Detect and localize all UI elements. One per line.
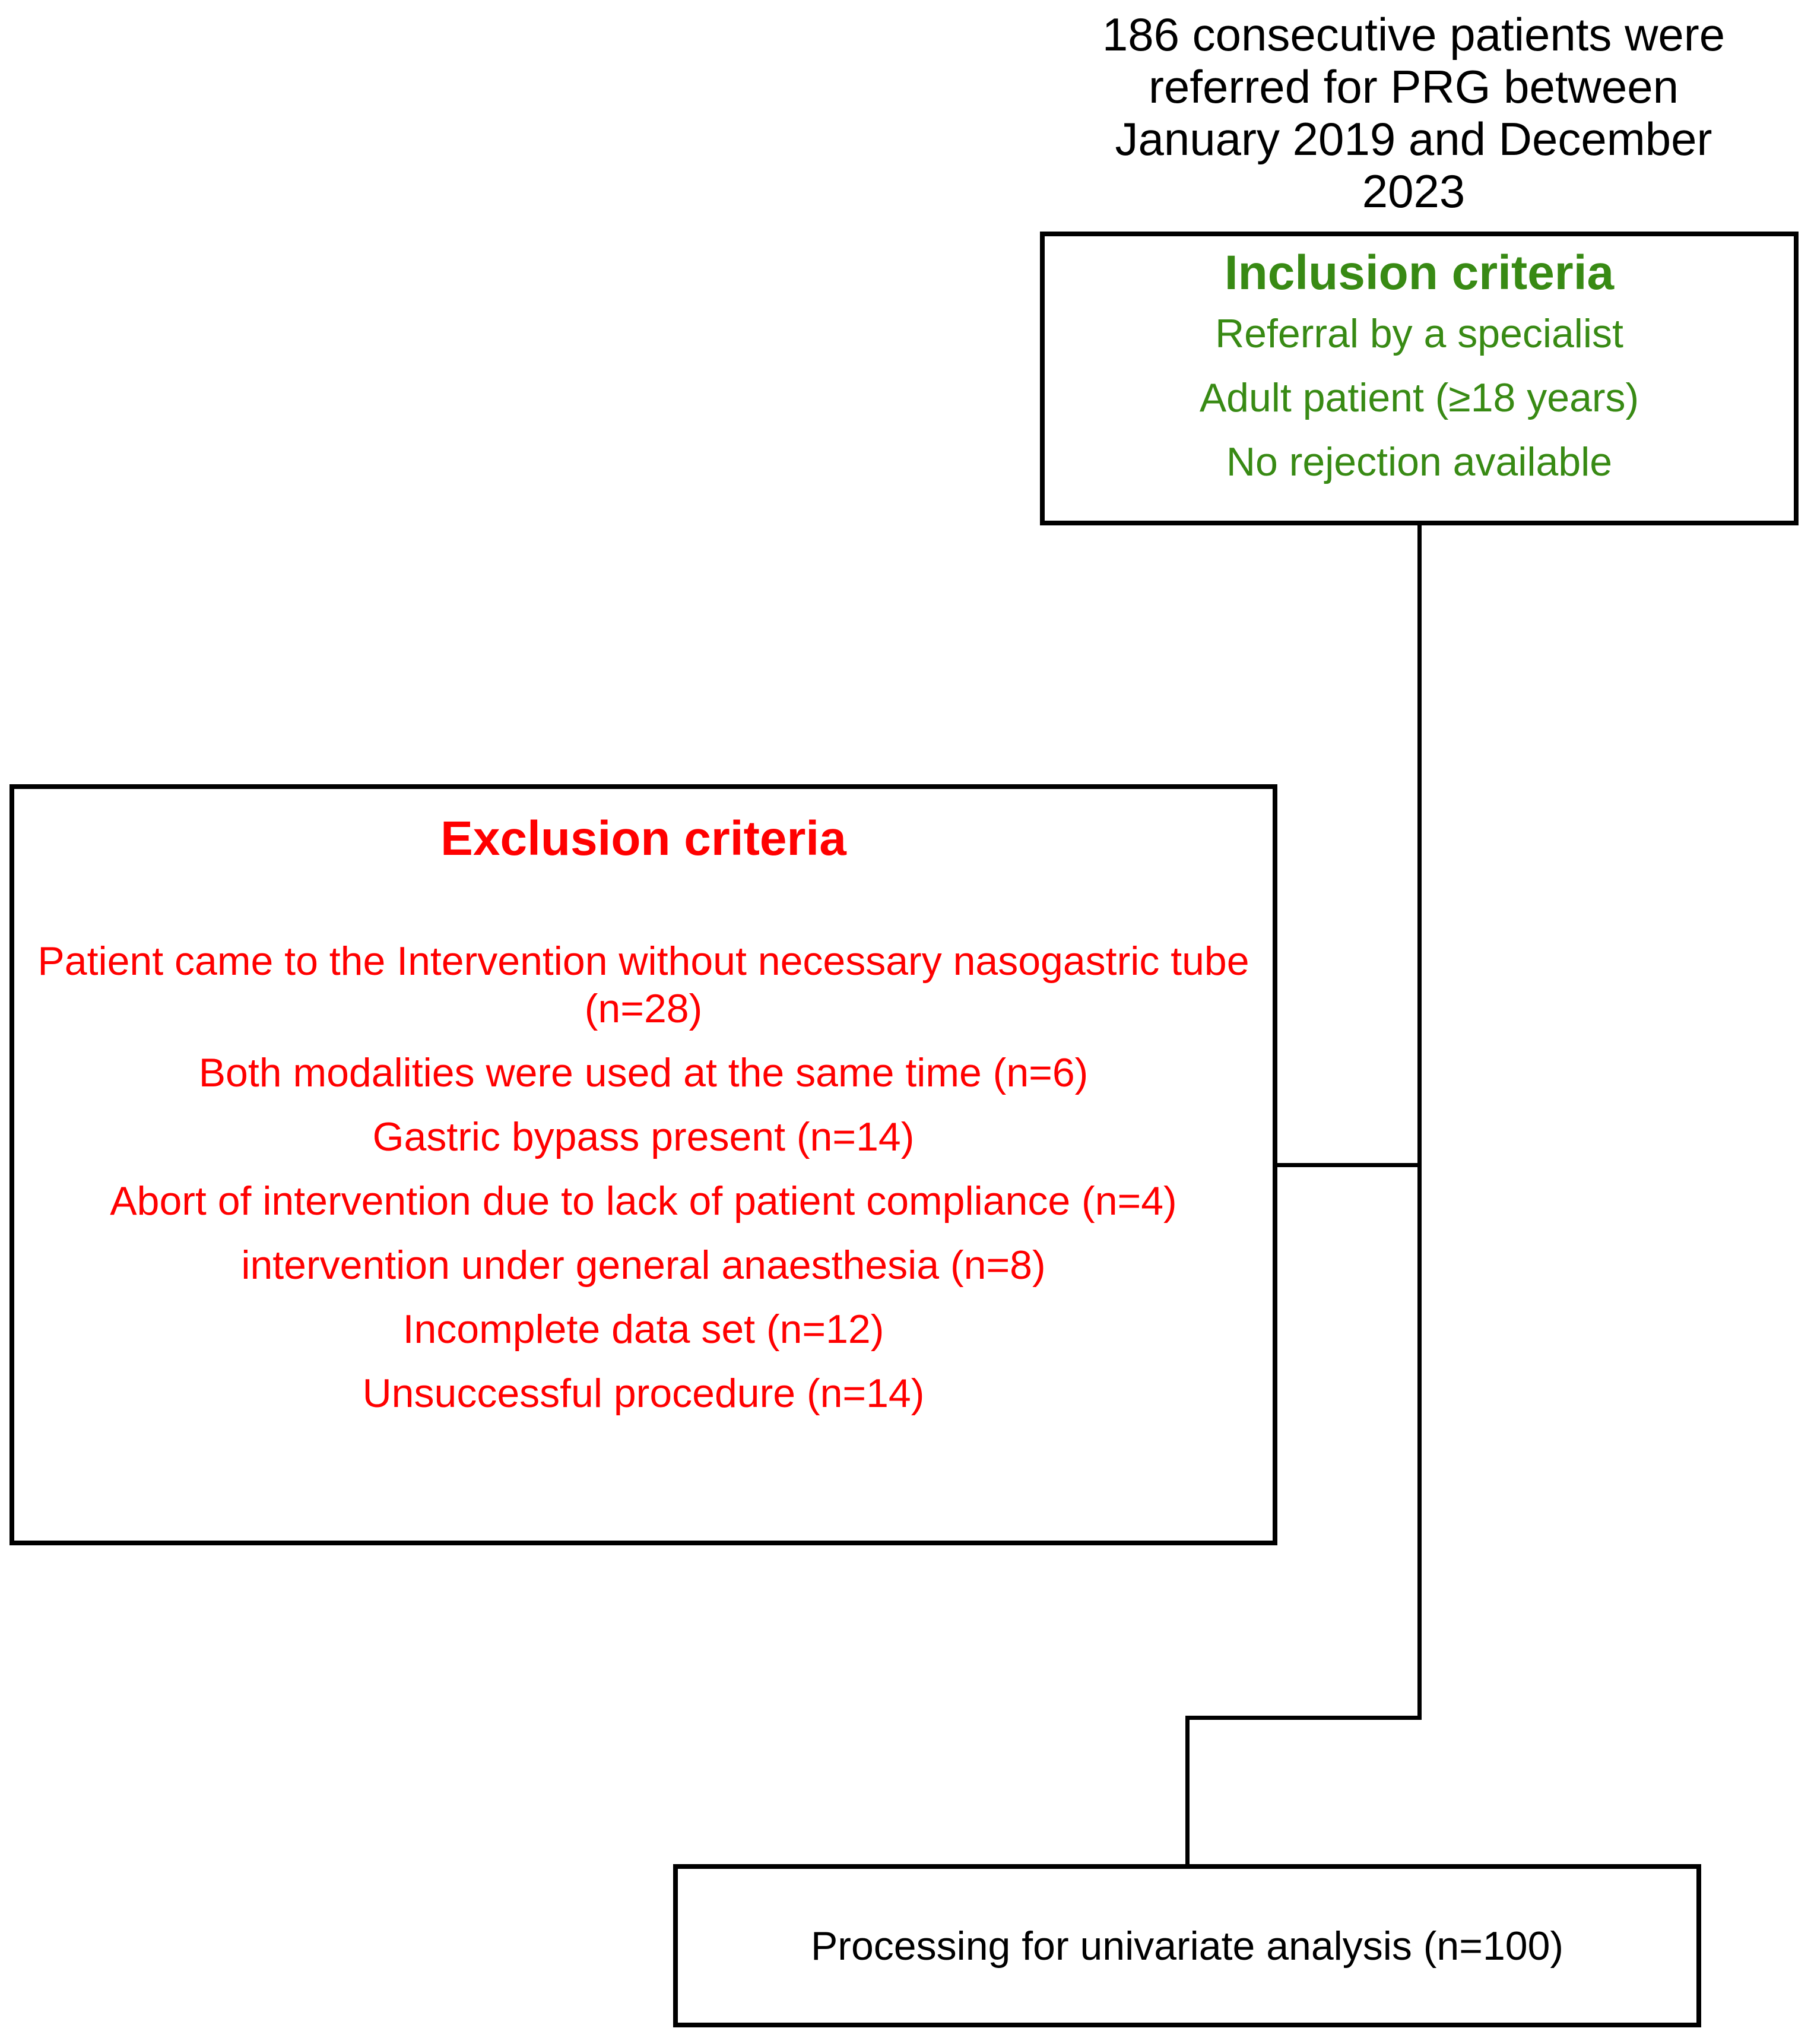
- exclusion-criteria-item: Both modalities were used at the same ti…: [198, 1050, 1089, 1095]
- exclusion-criteria-box: Exclusion criteria Patient came to the I…: [9, 784, 1277, 1545]
- exclusion-criteria-item: Gastric bypass present (n=14): [372, 1114, 915, 1159]
- referred-patients-text: 186 consecutive patients were referred f…: [1102, 8, 1726, 217]
- univariate-analysis-box: Processing for univariate analysis (n=10…: [673, 1864, 1701, 2027]
- exclusion-criteria-item: Abort of intervention due to lack of pat…: [110, 1178, 1177, 1224]
- exclusion-criteria-item: Incomplete data set (n=12): [402, 1307, 884, 1352]
- connector-inclusion-vertical-line: [1417, 525, 1422, 1720]
- exclusion-criteria-list: Patient came to the Intervention without…: [14, 937, 1273, 1417]
- inclusion-criteria-item: Adult patient (≥18 years): [1199, 375, 1639, 420]
- inclusion-criteria-title: Inclusion criteria: [1224, 246, 1615, 300]
- connector-jog-horizontal-line: [1185, 1716, 1422, 1720]
- exclusion-criteria-item: Unsuccessful procedure (n=14): [362, 1371, 925, 1416]
- exclusion-criteria-title: Exclusion criteria: [440, 812, 846, 866]
- inclusion-criteria-box: Inclusion criteria Referral by a special…: [1040, 232, 1799, 525]
- connector-outcome-vertical-line: [1185, 1716, 1190, 1864]
- exclusion-criteria-item: Patient came to the Intervention without…: [37, 939, 1249, 1031]
- inclusion-criteria-item: Referral by a specialist: [1215, 311, 1623, 356]
- exclusion-criteria-item: intervention under general anaesthesia (…: [241, 1243, 1046, 1288]
- univariate-analysis-label: Processing for univariate analysis (n=10…: [810, 1923, 1564, 1969]
- connector-exclusion-horizontal-line: [1277, 1163, 1422, 1167]
- inclusion-criteria-item: No rejection available: [1226, 439, 1613, 484]
